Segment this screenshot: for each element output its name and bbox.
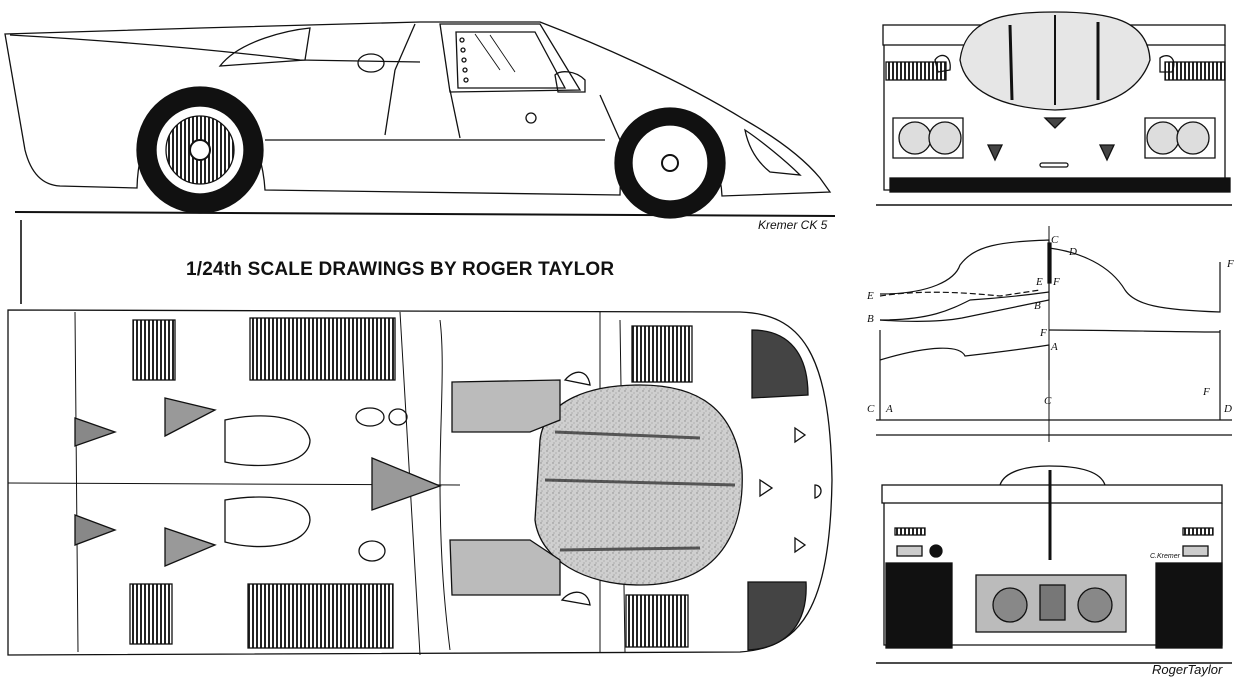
rear-tyre-right [1155, 562, 1223, 649]
top-window-right [449, 539, 561, 596]
top-canopy [534, 384, 743, 586]
section-label-b-mid: B [1034, 300, 1041, 312]
section-label-b-left: B [867, 313, 874, 325]
top-mirror-left [563, 371, 591, 386]
top-naca-duct-center [371, 457, 442, 511]
top-view [7, 309, 833, 656]
rear-tyre-left [885, 562, 953, 649]
section-label-f-right-top: F [1227, 258, 1234, 270]
section-label-a-bottom-left: A [886, 403, 893, 415]
top-louvre-mid-left [249, 317, 396, 381]
model-name: Kremer CK 5 [758, 218, 828, 232]
side-intake [218, 27, 311, 67]
top-headlight-right [747, 581, 807, 651]
front-tyres [889, 177, 1231, 193]
rear-wing [881, 484, 1223, 504]
side-rear-wheel [136, 86, 264, 214]
top-naca-duct-3 [74, 417, 117, 447]
section-label-a-low: A [1051, 341, 1058, 353]
top-naca-duct-1 [164, 397, 217, 438]
side-view [4, 21, 836, 219]
section-label-f-low: F [1040, 327, 1047, 339]
section-label-f-mid: F [1053, 276, 1060, 288]
rear-badge: C.Kremer [1150, 553, 1180, 560]
top-naca-duct-4 [74, 514, 117, 546]
top-louvre-rear-right [129, 583, 173, 645]
section-label-c-top: C [1051, 234, 1059, 246]
top-louvre-front-right [625, 594, 689, 648]
top-window-left [451, 379, 561, 433]
section-label-d-bottom-right: D [1224, 403, 1232, 415]
side-headlight [744, 128, 802, 176]
section-label-c-bottom-left: C [867, 403, 875, 415]
page-title: 1/24th SCALE DRAWINGS BY ROGER TAYLOR [186, 259, 615, 280]
side-fuel-cap [357, 53, 385, 73]
top-opening-right [224, 496, 311, 548]
section-label-f-bottom-right: F [1203, 386, 1210, 398]
top-louvre-front-left [631, 325, 693, 383]
top-mirror-right [560, 591, 591, 606]
top-headlight-left [751, 329, 809, 399]
artist-credit: RogerTaylor [1152, 662, 1223, 677]
rear-view [876, 465, 1232, 664]
sections-view [876, 226, 1232, 442]
section-label-e-mid: E [1036, 276, 1043, 288]
side-window-rivets [459, 37, 469, 83]
side-front-wheel [614, 107, 726, 219]
top-opening-left [224, 415, 311, 467]
side-ground-line [14, 211, 836, 217]
side-window [439, 23, 582, 93]
top-louvre-mid-right [247, 583, 394, 649]
section-label-e-left: E [867, 290, 874, 302]
section-label-d-top: D [1069, 246, 1077, 258]
front-view [876, 11, 1232, 206]
side-mirror [554, 71, 586, 93]
section-label-c-bottom-mid: C [1044, 395, 1052, 407]
front-light-right [1144, 117, 1216, 159]
side-door-lock [525, 112, 537, 124]
top-naca-duct-2 [164, 527, 217, 567]
front-light-left [892, 117, 964, 159]
top-louvre-rear-left [132, 319, 176, 381]
